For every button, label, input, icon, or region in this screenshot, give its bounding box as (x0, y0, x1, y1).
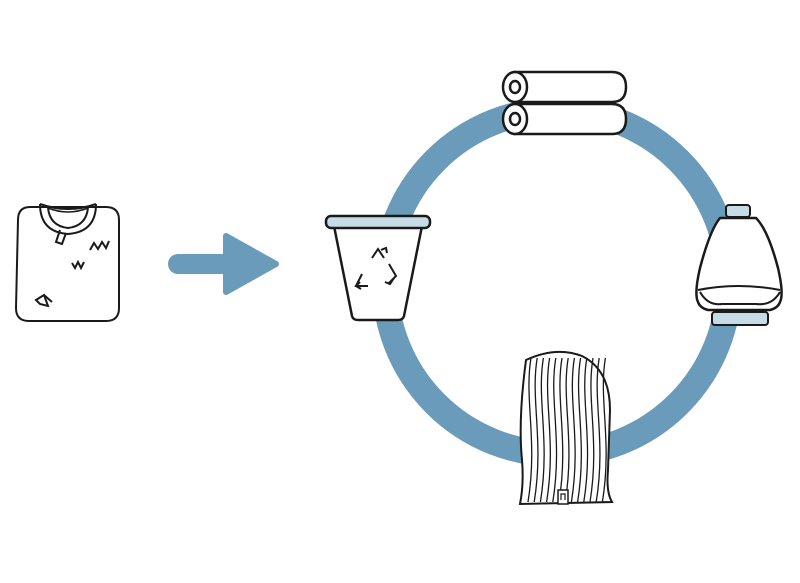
knit-rib-line (533, 357, 539, 503)
knitted-fabric-icon (518, 350, 614, 506)
knit-rib-line (564, 357, 570, 503)
knit-rib-line (583, 357, 589, 503)
flow-arrow (168, 233, 279, 295)
knit-rib-line (570, 357, 576, 503)
knit-rib-line (552, 357, 558, 503)
knit-rib-line (558, 357, 564, 503)
knit-rib-line (595, 357, 601, 503)
fabric-roll-icon (501, 70, 628, 136)
knit-rib-line (527, 357, 533, 503)
knit-rib-line (601, 357, 607, 503)
recycle-symbol-icon (354, 246, 398, 290)
knit-rib-line (545, 357, 551, 503)
folded-tshirt-icon (14, 203, 120, 322)
arrow-head (223, 233, 279, 295)
knit-rib-line (589, 357, 595, 503)
yarn-cone-icon (695, 204, 783, 326)
knit-rib-line (539, 357, 545, 503)
recycle-bin-icon (324, 214, 432, 322)
knit-rib-line (576, 357, 582, 503)
